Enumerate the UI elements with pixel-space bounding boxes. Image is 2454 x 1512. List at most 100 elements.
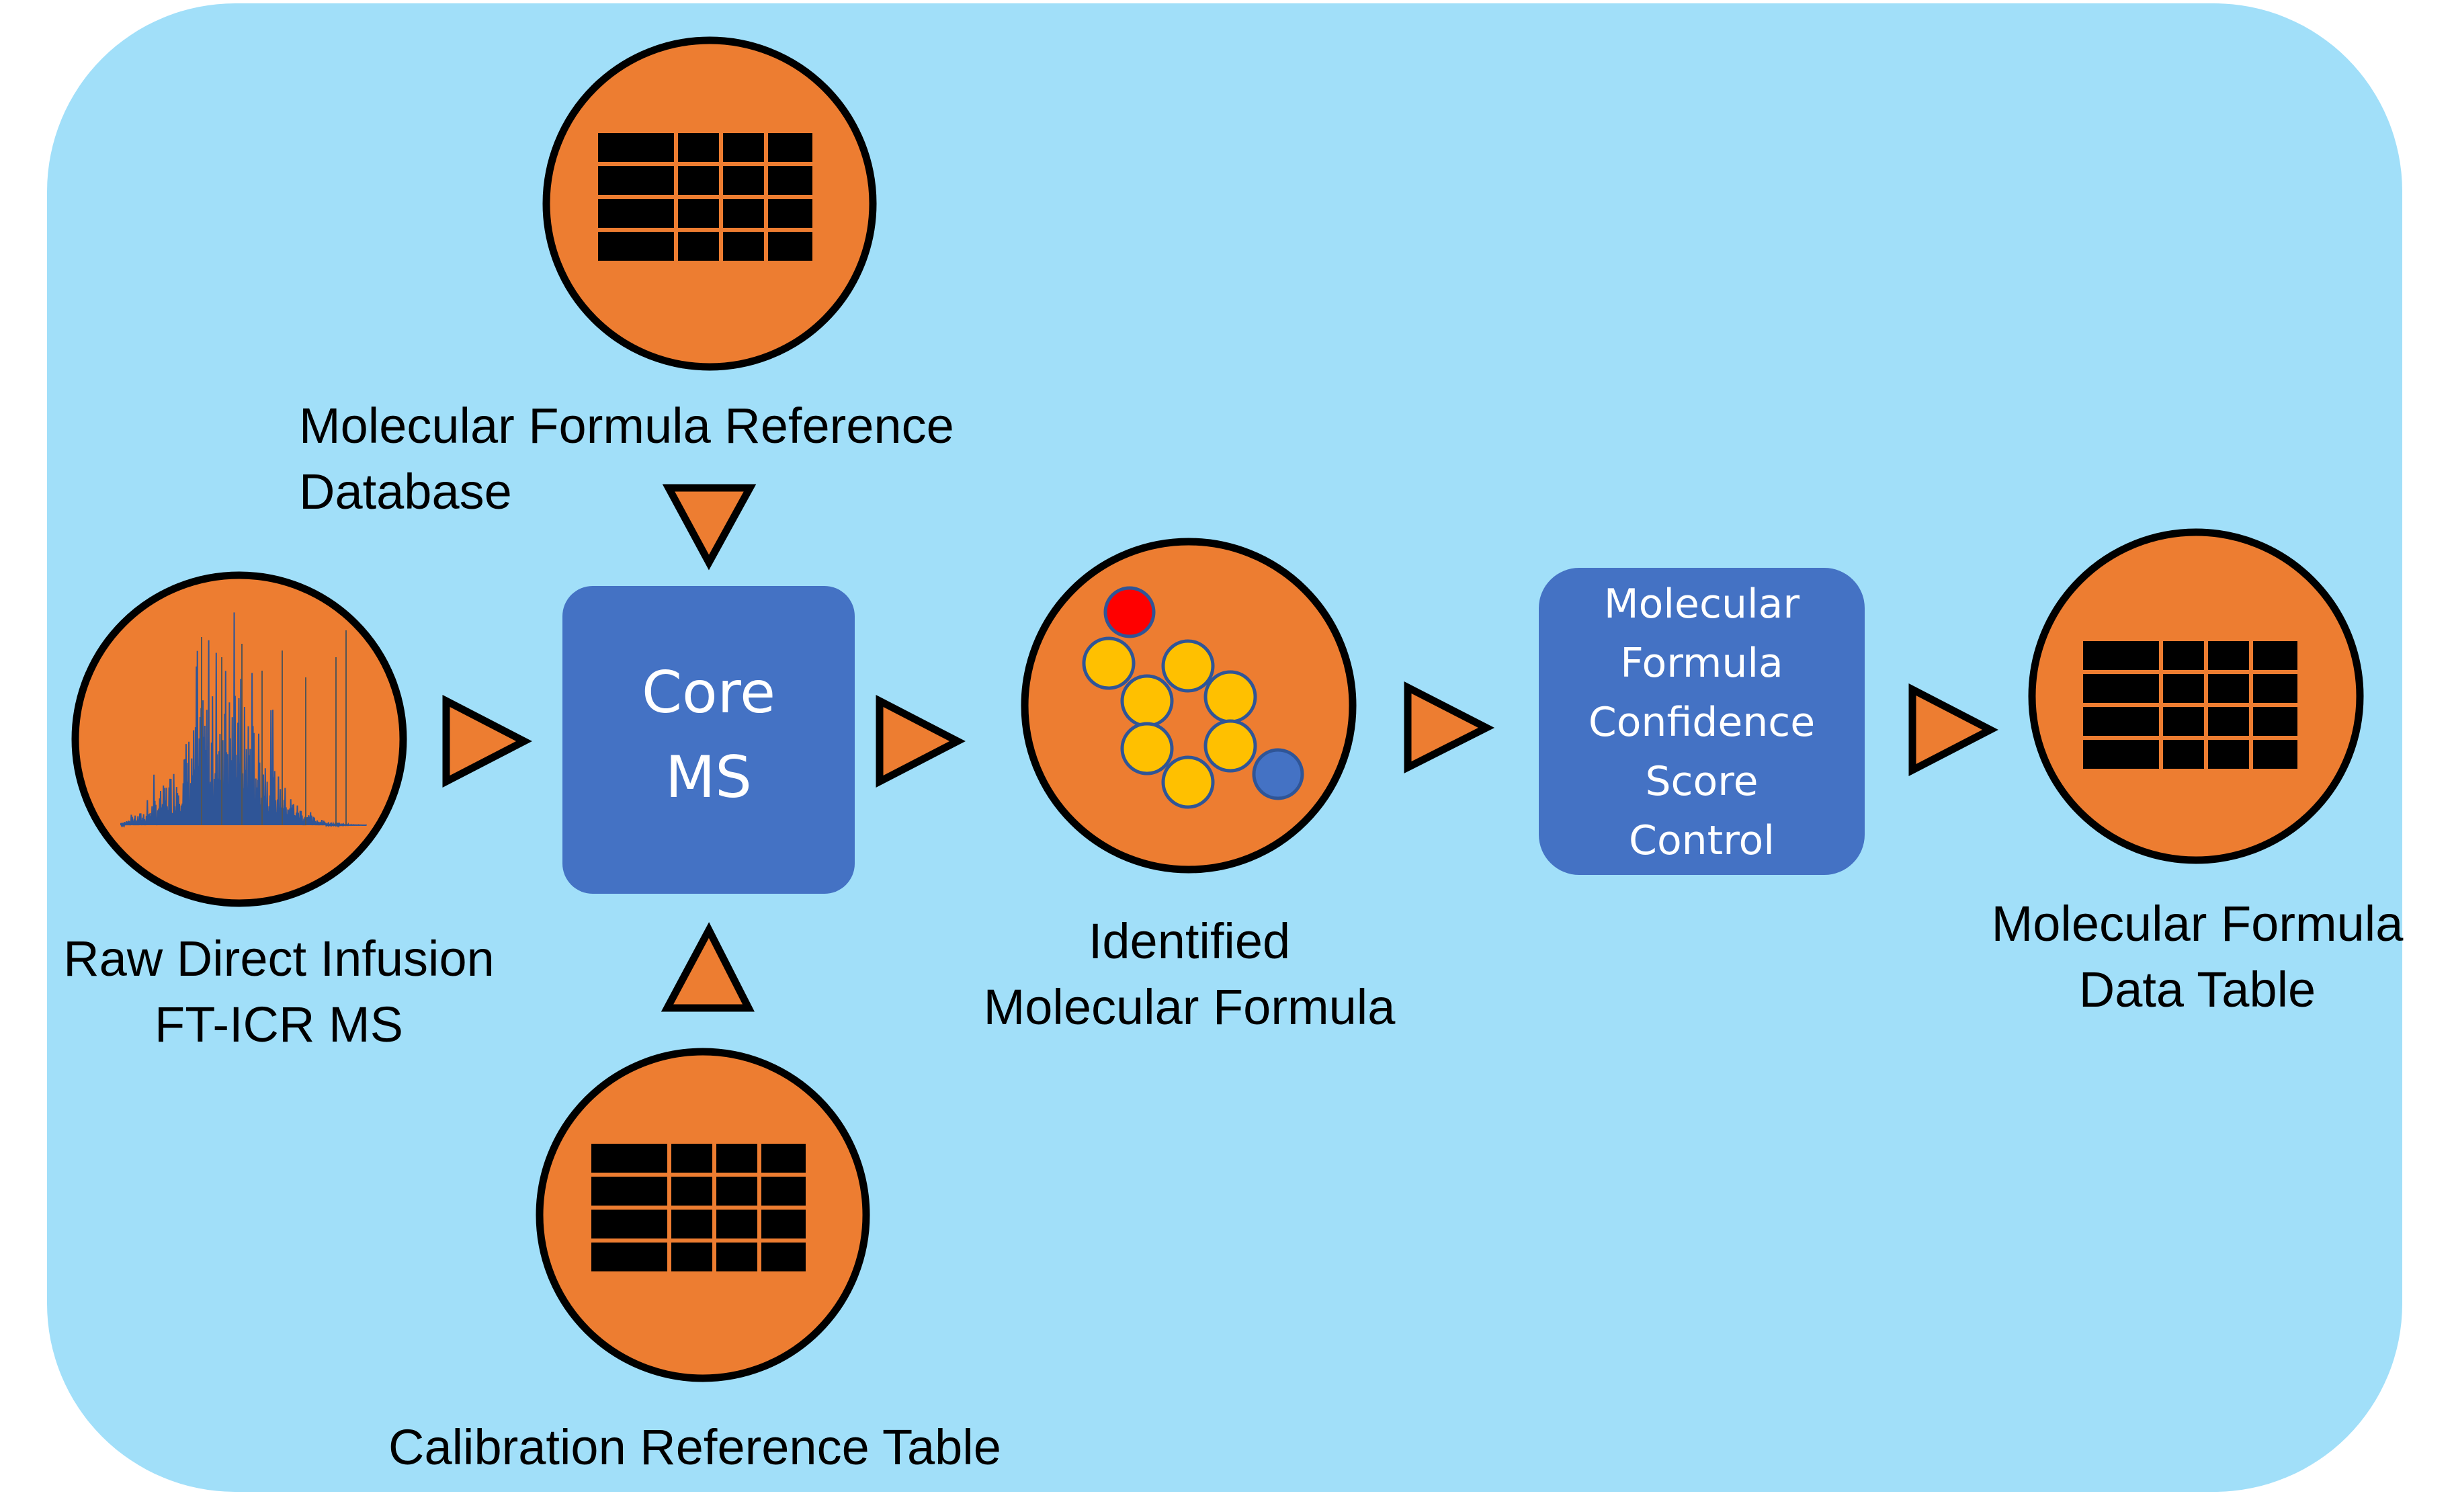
table-cell [671, 1144, 712, 1173]
confidence-line: Control [1629, 817, 1775, 864]
table-cell [591, 1210, 667, 1238]
table-cell [2083, 641, 2159, 670]
identified-line: Molecular Formula [983, 979, 1396, 1035]
atom [1120, 722, 1174, 775]
table-cell [768, 199, 812, 228]
calibration-line: Calibration Reference Table [388, 1419, 1001, 1475]
table-cell [2208, 674, 2249, 703]
table-cell [761, 1144, 806, 1173]
table-cell [2253, 641, 2297, 670]
table-cell [591, 1144, 667, 1173]
core-ms-box [562, 586, 855, 894]
table-cell [598, 133, 674, 162]
confidence-label: Molecular Formula Confidence Score Contr… [1539, 575, 1865, 870]
table-icon [591, 1144, 806, 1271]
table-cell [2163, 740, 2204, 769]
reference-db-label: Molecular Formula Reference Database [299, 393, 954, 525]
table-cell [716, 1144, 757, 1173]
confidence-box [1539, 568, 1865, 875]
table-cell [716, 1177, 757, 1206]
spectrum-trace [120, 612, 367, 828]
table-cell [678, 232, 719, 261]
table-cell [768, 166, 812, 195]
raw-input-line: Raw Direct Infusion [63, 931, 495, 986]
table-cell [678, 199, 719, 228]
table-cell [671, 1210, 712, 1238]
arrow-confidence-to-output [1908, 683, 1998, 777]
table-cell [768, 232, 812, 261]
core-ms-label: Core MS [562, 650, 855, 820]
arrow-identified-to-confidence [1404, 681, 1495, 773]
identified-line: Identified [1088, 913, 1291, 969]
table-cell [2208, 707, 2249, 736]
calibration-node [536, 1048, 870, 1382]
output-label: Molecular Formula Data Table [1935, 891, 2454, 1023]
reference-db-line: Database [299, 464, 512, 519]
table-cell [723, 166, 764, 195]
table-cell [2253, 707, 2297, 736]
table-cell [2083, 740, 2159, 769]
table-cell [2253, 740, 2297, 769]
atom [1082, 636, 1136, 690]
table-cell [2163, 641, 2204, 670]
table-cell [716, 1243, 757, 1271]
calibration-label: Calibration Reference Table [388, 1415, 1001, 1480]
atom [1120, 674, 1174, 728]
atom [1203, 670, 1257, 724]
table-cell [761, 1210, 806, 1238]
table-cell [2083, 674, 2159, 703]
table-cell [598, 232, 674, 261]
molecule-icon [1082, 586, 1304, 809]
core-ms-line: MS [665, 744, 752, 811]
table-cell [2163, 707, 2204, 736]
identified-label: Identified Molecular Formula [921, 909, 1458, 1040]
atom-blue [1252, 748, 1304, 800]
confidence-line: Confidence [1588, 699, 1816, 746]
table-cell [761, 1243, 806, 1271]
table-icon [598, 133, 812, 261]
table-cell [768, 133, 812, 162]
arrow-core-to-identified [876, 694, 966, 788]
confidence-line: Formula [1620, 640, 1783, 687]
output-node [2028, 528, 2364, 864]
table-cell [723, 133, 764, 162]
arrow-db-to-core [662, 484, 757, 571]
arrow-calibration-to-core [661, 922, 755, 1012]
table-cell [671, 1243, 712, 1271]
table-cell [2163, 674, 2204, 703]
confidence-line: Score [1645, 758, 1759, 805]
arrow-raw-to-core [442, 694, 532, 788]
table-cell [2253, 674, 2297, 703]
output-line: Molecular Formula [1991, 896, 2404, 952]
table-cell [761, 1177, 806, 1206]
atom-red [1103, 586, 1156, 638]
reference-db-node [542, 36, 877, 371]
table-cell [671, 1177, 712, 1206]
identified-circle [1021, 538, 1357, 874]
atom [1161, 755, 1215, 809]
confidence-line: Molecular [1603, 581, 1800, 628]
core-ms-line: Core [641, 659, 776, 726]
table-cell [2208, 740, 2249, 769]
identified-node [1021, 538, 1357, 874]
table-cell [723, 232, 764, 261]
atom [1161, 639, 1215, 693]
table-cell [2208, 641, 2249, 670]
table-cell [598, 199, 674, 228]
reference-db-line: Molecular Formula Reference [299, 398, 954, 454]
raw-input-node [71, 571, 407, 907]
output-line: Data Table [2078, 962, 2316, 1017]
raw-input-label: Raw Direct Infusion FT-ICR MS [20, 926, 538, 1058]
atom [1203, 719, 1257, 773]
table-cell [678, 166, 719, 195]
mass-spectrum-icon [120, 612, 367, 828]
table-cell [591, 1243, 667, 1271]
table-icon [2083, 641, 2297, 769]
raw-input-line: FT-ICR MS [155, 997, 403, 1052]
table-cell [678, 133, 719, 162]
table-cell [723, 199, 764, 228]
table-cell [591, 1177, 667, 1206]
table-cell [2083, 707, 2159, 736]
